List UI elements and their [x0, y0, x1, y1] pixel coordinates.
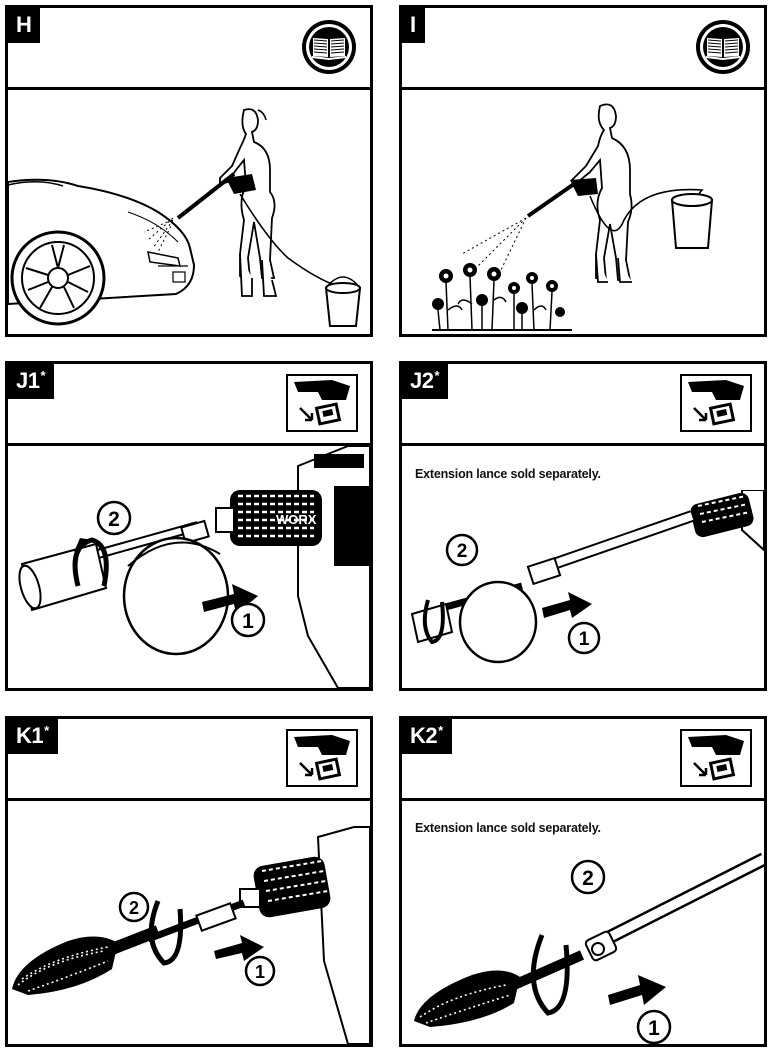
step-number-1: 1: [648, 1017, 660, 1040]
garden-watering-illustration: [402, 90, 764, 334]
step-tag: J2*: [402, 364, 449, 399]
open-book-icon: [302, 20, 356, 74]
panel-header: H: [8, 8, 370, 90]
panel-i: I: [399, 5, 767, 337]
panel-header: J1*: [8, 364, 370, 446]
car-washing-illustration: [8, 90, 370, 334]
panel-h: H: [5, 5, 373, 337]
step-number-2: 2: [129, 898, 139, 918]
step-tag: K2*: [402, 719, 452, 754]
panel-j1: J1* WORX: [5, 361, 373, 691]
step-tag: J1*: [8, 364, 55, 399]
extension-lance-note: Extension lance sold separately.: [415, 821, 601, 835]
step-number-2: 2: [582, 867, 594, 890]
open-book-icon: [696, 20, 750, 74]
extension-lance-note: Extension lance sold separately.: [415, 467, 601, 481]
panel-k1: K1* 2 1: [5, 716, 373, 1047]
extension-lance-illustration: 2 1: [402, 490, 764, 688]
brush-attach-illustration: 2 1: [8, 801, 370, 1044]
battery-removal-icon: [680, 374, 752, 432]
panel-header: K2*: [402, 719, 764, 801]
panel-j2: J2* Extension lance sold separately. 2 1: [399, 361, 767, 691]
step-number-2: 2: [457, 541, 468, 562]
battery-removal-icon: [286, 374, 358, 432]
extension-brush-illustration: 2 1: [402, 845, 764, 1044]
step-tag: H: [8, 8, 41, 43]
battery-removal-icon: [680, 729, 752, 787]
step-tag: I: [402, 8, 425, 43]
brand-label: WORX: [276, 512, 317, 527]
panel-header: I: [402, 8, 764, 90]
panel-k2: K2* Extension lance sold separately. 2 1: [399, 716, 767, 1047]
panel-header: K1*: [8, 719, 370, 801]
step-number-1: 1: [255, 962, 265, 982]
nozzle-attach-illustration: WORX 2 1: [8, 446, 370, 688]
battery-removal-icon: [286, 729, 358, 787]
step-number-1: 1: [242, 610, 254, 633]
panel-header: J2*: [402, 364, 764, 446]
step-number-2: 2: [108, 508, 120, 531]
step-tag: K1*: [8, 719, 58, 754]
step-number-1: 1: [579, 629, 590, 650]
